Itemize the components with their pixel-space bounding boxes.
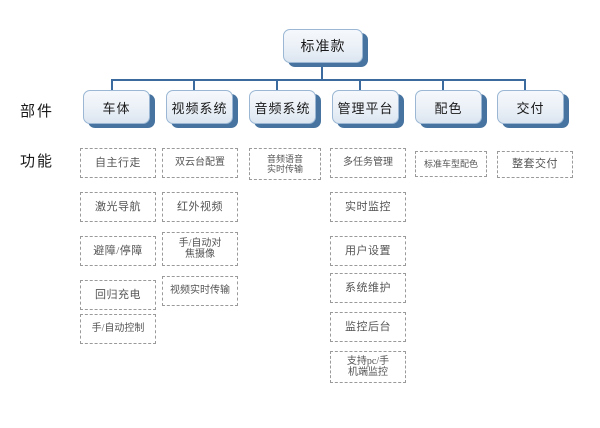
- leaf-label: 支持pc/手 机端监控: [346, 355, 390, 379]
- level1-node-face: 配色: [415, 90, 482, 124]
- connector-drop-4: [359, 79, 361, 90]
- connector-drop-2: [193, 79, 195, 90]
- level1-node-delivery[interactable]: 交付: [497, 90, 569, 128]
- root-node-label: 标准款: [300, 40, 346, 55]
- leaf-box[interactable]: 手/自动对 焦摄像: [162, 232, 238, 266]
- leaf-label: 多任务管理: [343, 157, 393, 169]
- leaf-label: 视频实时传输: [170, 285, 230, 297]
- leaf-label: 避障/停障: [93, 244, 143, 257]
- leaf-label: 手/自动控制: [91, 323, 145, 335]
- leaf-label: 标准车型配色: [423, 158, 478, 169]
- leaf-box[interactable]: 监控后台: [330, 312, 406, 342]
- leaf-box[interactable]: 红外视频: [162, 192, 238, 222]
- leaf-label: 实时监控: [345, 200, 391, 213]
- leaf-label: 用户设置: [345, 244, 391, 257]
- leaf-box[interactable]: 激光导航: [80, 192, 156, 222]
- leaf-box[interactable]: 系统维护: [330, 273, 406, 303]
- leaf-box[interactable]: 用户设置: [330, 236, 406, 266]
- connector-root-stem: [321, 67, 323, 79]
- row-caption-components: 部件: [20, 104, 55, 120]
- leaf-label: 回归充电: [95, 288, 141, 301]
- leaf-label: 红外视频: [177, 200, 223, 213]
- root-node-standard-model[interactable]: 标准款: [283, 29, 368, 67]
- level1-node-face: 视频系统: [166, 90, 233, 124]
- leaf-box[interactable]: 避障/停障: [80, 236, 156, 266]
- connector-drop-6: [524, 79, 526, 90]
- leaf-box[interactable]: 整套交付: [497, 151, 573, 178]
- level1-node-face: 音频系统: [249, 90, 316, 124]
- leaf-box[interactable]: 视频实时传输: [162, 276, 238, 306]
- connector-drop-3: [276, 79, 278, 90]
- leaf-box[interactable]: 标准车型配色: [415, 151, 487, 177]
- level1-node-face: 车体: [83, 90, 150, 124]
- leaf-box[interactable]: 支持pc/手 机端监控: [330, 351, 406, 383]
- level1-node-color-scheme[interactable]: 配色: [415, 90, 487, 128]
- level1-node-label: 音频系统: [254, 100, 311, 116]
- level1-node-video-system[interactable]: 视频系统: [166, 90, 238, 128]
- leaf-label: 音频语音 实时传输: [266, 153, 303, 174]
- connector-drop-1: [111, 79, 113, 90]
- level1-node-label: 交付: [516, 100, 545, 116]
- leaf-box[interactable]: 自主行走: [80, 148, 156, 178]
- leaf-label: 系统维护: [345, 281, 391, 294]
- level1-node-label: 管理平台: [337, 100, 394, 116]
- leaf-box[interactable]: 手/自动控制: [80, 314, 156, 344]
- root-node-face: 标准款: [283, 29, 363, 63]
- level1-node-management-platform[interactable]: 管理平台: [332, 90, 404, 128]
- level1-node-face: 管理平台: [332, 90, 399, 124]
- leaf-box[interactable]: 双云台配置: [162, 148, 238, 178]
- leaf-label: 自主行走: [95, 156, 141, 169]
- connector-horizontal-bus: [111, 79, 526, 81]
- leaf-box[interactable]: 音频语音 实时传输: [249, 148, 321, 180]
- leaf-label: 监控后台: [345, 320, 391, 333]
- row-caption-functions: 功能: [20, 154, 55, 170]
- level1-node-label: 车体: [102, 100, 131, 116]
- leaf-box[interactable]: 实时监控: [330, 192, 406, 222]
- level1-node-vehicle-body[interactable]: 车体: [83, 90, 155, 128]
- level1-node-audio-system[interactable]: 音频系统: [249, 90, 321, 128]
- leaf-label: 手/自动对 焦摄像: [178, 237, 222, 261]
- leaf-label: 整套交付: [512, 158, 558, 171]
- level1-node-label: 视频系统: [171, 100, 228, 116]
- leaf-box[interactable]: 回归充电: [80, 280, 156, 310]
- level1-node-face: 交付: [497, 90, 564, 124]
- leaf-label: 激光导航: [95, 200, 141, 213]
- leaf-label: 双云台配置: [175, 157, 225, 169]
- connector-drop-5: [442, 79, 444, 90]
- leaf-box[interactable]: 多任务管理: [330, 148, 406, 178]
- level1-node-label: 配色: [434, 100, 463, 116]
